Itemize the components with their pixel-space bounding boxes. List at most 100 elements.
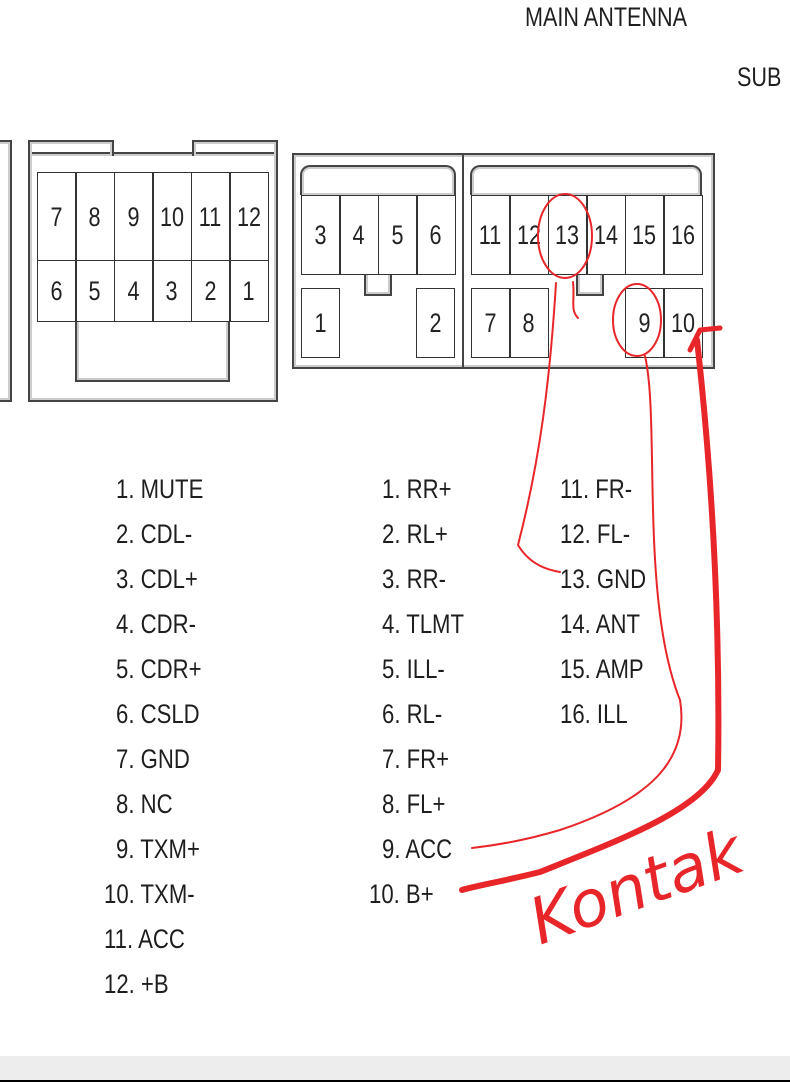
pin-cell: 11 — [191, 172, 230, 262]
pin-list-item: 16. ILL — [560, 699, 628, 729]
pin-number: 3 — [314, 219, 327, 250]
connector-b-key — [576, 272, 604, 296]
pin-cell: 14 — [586, 195, 626, 275]
pin-number: 13 — [555, 219, 580, 250]
pin-list-item: 4. TLMT — [382, 609, 465, 639]
pin-number: 15 — [632, 219, 657, 250]
connector-b-key — [364, 272, 392, 296]
pin-number: 5 — [391, 219, 404, 250]
pin-number: 11 — [199, 201, 222, 232]
bottom-border — [0, 1080, 790, 1082]
pin-list-item: 13. GND — [560, 564, 647, 594]
wire-gnd-stub — [572, 281, 579, 319]
pin-list-item: 6. RL- — [382, 699, 443, 729]
pin-number: 2 — [429, 307, 442, 338]
pin-cell: 11 — [471, 195, 510, 275]
pin-number: 7 — [484, 307, 497, 338]
pin-list-item: 4. CDR- — [116, 609, 196, 639]
bottom-bar — [0, 1056, 790, 1080]
pin-number: 6 — [50, 275, 63, 306]
pin-list-item: 12. FL- — [560, 519, 631, 549]
pin-list-item: 9. ACC — [382, 834, 453, 864]
circle-pin-9 — [612, 283, 662, 357]
connector-b-left-hood — [300, 165, 456, 195]
pin-list-item: 12. +B — [104, 969, 169, 999]
main-antenna-label: MAIN ANTENNA — [525, 2, 688, 32]
pin-list-item: 2. CDL- — [116, 519, 193, 549]
wire-gnd — [517, 282, 561, 573]
kontak-handwriting: Kontak — [520, 814, 756, 960]
pin-cell: 12 — [509, 195, 549, 275]
pin-list-item: 8. NC — [116, 789, 173, 819]
pin-cell: 12 — [229, 172, 269, 262]
pin-list-item: 11. FR- — [560, 474, 633, 504]
pin-cell: 13 — [548, 195, 587, 275]
connector-b-divider — [462, 153, 464, 369]
pin-cell: 5 — [378, 195, 417, 275]
pin-cell: 6 — [416, 195, 456, 275]
arrow-head — [687, 325, 723, 353]
pin-cell: 3 — [301, 195, 340, 275]
pin-cell: 7 — [471, 288, 510, 358]
pin-number: 4 — [352, 219, 366, 250]
pin-cell: 5 — [75, 260, 115, 322]
connector-a-tab — [192, 140, 278, 156]
pin-number: 1 — [242, 275, 256, 306]
pin-list-item: 1. RR+ — [382, 474, 452, 504]
pin-number: 14 — [593, 219, 619, 250]
connector-b-right-hood — [470, 165, 702, 195]
connector-b — [292, 153, 715, 369]
pin-list-item: 3. CDL+ — [116, 564, 198, 594]
pin-cell: 8 — [75, 172, 115, 262]
pin-number: 10 — [159, 201, 185, 232]
pin-number: 11 — [479, 219, 502, 250]
pin-number: 4 — [127, 275, 140, 306]
pin-number: 10 — [670, 307, 696, 338]
pin-list-item: 3. RR- — [382, 564, 446, 594]
pin-number: 7 — [50, 201, 63, 232]
pin-list-item: 15. AMP — [560, 654, 644, 684]
pin-cell: 9 — [114, 172, 153, 262]
pin-number: 16 — [670, 219, 696, 250]
pin-cell: 16 — [663, 195, 703, 275]
pin-list-item: 2. RL+ — [382, 519, 448, 549]
pin-list-item: 8. FL+ — [382, 789, 446, 819]
pin-number: 9 — [638, 307, 651, 338]
pin-list-item: 10. B+ — [369, 879, 434, 909]
pin-list-item: 7. GND — [116, 744, 190, 774]
connector-a-tab — [28, 140, 114, 156]
circle-pin-13 — [537, 193, 593, 279]
pin-list-item: 7. FR+ — [382, 744, 450, 774]
pin-number: 3 — [165, 275, 179, 306]
pin-number: 12 — [516, 219, 542, 250]
connector-a — [28, 152, 278, 402]
pin-cell: 6 — [37, 260, 76, 322]
connector-a-latch — [75, 320, 230, 382]
pin-list-item: 6. CSLD — [116, 699, 200, 729]
pin-number: 1 — [314, 307, 327, 338]
pin-list-item: 9. TXM+ — [116, 834, 200, 864]
pin-number: 9 — [127, 201, 140, 232]
pin-cell: 7 — [37, 172, 76, 262]
pin-cell: 15 — [625, 195, 664, 275]
pin-number: 6 — [429, 219, 443, 250]
pin-cell: 2 — [416, 288, 455, 358]
pin-number: 8 — [88, 201, 102, 232]
pin-list-item: 14. ANT — [560, 609, 640, 639]
pin-cell: 3 — [152, 260, 192, 322]
pin-cell: 2 — [191, 260, 230, 322]
partial-connector — [0, 140, 12, 402]
pin-number: 5 — [88, 275, 102, 306]
pin-number: 8 — [522, 307, 536, 338]
pin-cell: 8 — [509, 288, 549, 358]
wire-acc — [471, 355, 683, 849]
pin-number: 2 — [204, 275, 217, 306]
pin-cell: 10 — [152, 172, 192, 262]
pin-list-item: 11. ACC — [104, 924, 185, 954]
pin-cell: 4 — [339, 195, 379, 275]
pin-list-item: 5. CDR+ — [116, 654, 202, 684]
pin-cell: 1 — [229, 260, 269, 322]
pin-cell: 1 — [301, 288, 340, 358]
wire-b-plus — [459, 337, 722, 893]
